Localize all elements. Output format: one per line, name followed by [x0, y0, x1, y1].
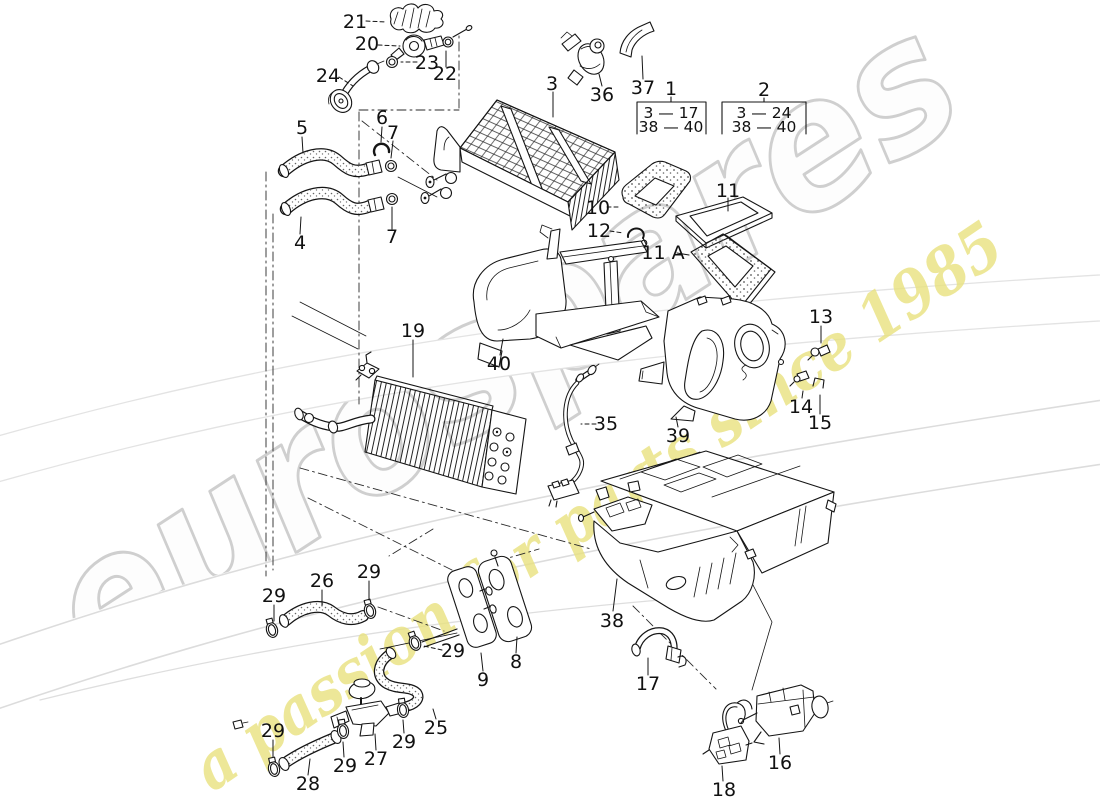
callout-37: 37	[631, 77, 655, 99]
callout-39: 39	[666, 425, 690, 447]
part-ring-23	[385, 55, 399, 69]
callout-29c: 29	[441, 640, 465, 662]
swoosh-edge	[39, 599, 661, 701]
part-bracket-15	[812, 377, 825, 389]
legend-group-1: 1 3 — 17 38 — 40	[636, 78, 707, 136]
callout-17: 17	[636, 673, 660, 695]
part-hose-25	[373, 647, 424, 713]
swoosh-edge	[0, 399, 1100, 646]
part-elbow-hose-37	[619, 21, 655, 58]
leader-lines	[272, 20, 822, 782]
callout-4: 4	[294, 232, 306, 254]
callout-29d: 29	[392, 731, 416, 753]
part-heater-box-39	[638, 295, 786, 422]
callout-29a: 29	[262, 585, 286, 607]
callout-18: 18	[712, 779, 736, 800]
callout-16: 16	[768, 752, 792, 774]
legend-2-row1: 3 — 24	[737, 104, 792, 122]
part-grommet-21	[389, 3, 444, 34]
part-actuator-16	[737, 684, 834, 745]
swoosh-band	[0, 400, 1100, 711]
part-valve-14	[789, 370, 810, 387]
callout-7b: 7	[386, 226, 398, 248]
callout-19: 19	[401, 320, 425, 342]
callout-5: 5	[296, 117, 308, 139]
callout-labels: 21 20 23 22 24 5 6 7 4 7 3 36 37 10 11 1…	[261, 11, 833, 800]
callout-29b: 29	[357, 561, 381, 583]
swoosh-edge	[0, 320, 1100, 483]
callout-28: 28	[296, 773, 320, 795]
callout-27: 27	[364, 748, 388, 770]
part-hose-26	[278, 600, 369, 628]
part-pump-36	[560, 31, 605, 86]
callout-13: 13	[809, 306, 833, 328]
part-hose-5	[277, 148, 383, 178]
callout-11: 11	[716, 180, 740, 202]
part-seal-10	[621, 160, 692, 219]
part-housing-38	[577, 450, 837, 622]
callout-29e: 29	[333, 755, 357, 777]
callout-12: 12	[587, 220, 611, 242]
callout-40: 40	[487, 353, 511, 375]
callout-15: 15	[808, 412, 832, 434]
callout-20: 20	[355, 33, 379, 55]
callout-29f: 29	[261, 720, 285, 742]
legend-2-number: 2	[758, 79, 770, 101]
part-valve-20	[390, 25, 473, 61]
part-ring-22	[442, 36, 454, 48]
swoosh-edge	[0, 463, 1100, 710]
callout-22: 22	[433, 63, 457, 85]
part-flange-stubs	[421, 549, 499, 648]
swoosh-band	[20, 600, 680, 740]
legend-1-row1: 3 — 17	[644, 104, 699, 122]
callout-3: 3	[546, 73, 558, 95]
callout-7a: 7	[387, 122, 399, 144]
legend-2-row2: 38 — 40	[732, 118, 797, 136]
part-sensor-cable-35	[547, 363, 600, 508]
part-ring-7b	[385, 192, 399, 206]
callout-24: 24	[316, 65, 340, 87]
callout-35: 35	[594, 413, 618, 435]
callout-21: 21	[343, 11, 367, 33]
part-flange-9	[447, 566, 497, 648]
part-switch-18	[702, 699, 753, 765]
callout-9: 9	[477, 669, 489, 691]
callout-10: 10	[586, 197, 610, 219]
part-flange-8	[477, 555, 533, 643]
part-clip-6	[372, 142, 391, 157]
part-hose-4	[279, 186, 385, 216]
legend-1-number: 1	[665, 78, 677, 100]
callout-6: 6	[376, 107, 388, 129]
projection-lines	[265, 32, 773, 691]
callout-11a: 11 A	[641, 242, 684, 264]
part-housing-40	[472, 224, 660, 368]
part-sensor-13	[807, 344, 831, 361]
callout-23: 23	[415, 52, 439, 74]
legend-1-row2: 38 — 40	[639, 118, 704, 136]
callout-36: 36	[590, 84, 614, 106]
callout-38: 38	[600, 610, 624, 632]
callout-26: 26	[310, 570, 334, 592]
callout-25: 25	[424, 717, 448, 739]
callout-8: 8	[510, 651, 522, 673]
legend-group-2: 2 3 — 24 38 — 40	[721, 79, 807, 136]
part-hose-17	[631, 627, 687, 668]
part-evaporator-19	[294, 351, 527, 495]
callout-14: 14	[789, 396, 813, 418]
part-heater-core-3	[420, 99, 620, 231]
part-pipe-24	[328, 60, 385, 113]
part-ring-7a	[384, 159, 398, 173]
